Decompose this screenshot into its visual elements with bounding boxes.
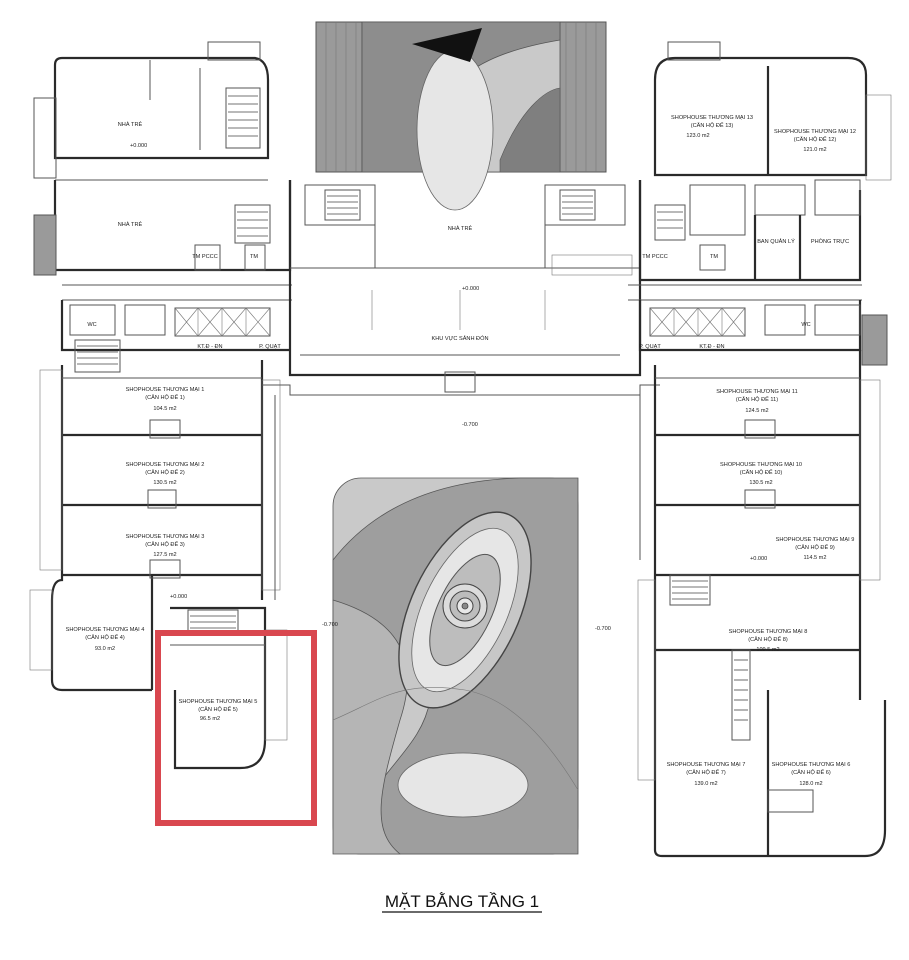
level-mark: -0.700: [595, 626, 611, 632]
svg-text:(CĂN HỘ ĐẾ 12): (CĂN HỘ ĐẾ 12): [794, 136, 837, 143]
top-entrance-canopy: [315, 21, 607, 211]
svg-text:128.0 m2: 128.0 m2: [799, 781, 822, 787]
room-labels: NHÀ TRẺ NHÀ TRẺ NHÀ TRẺ KHU VỰC SẢNH ĐÓN…: [87, 121, 849, 632]
svg-text:(CĂN HỘ ĐẾ 5): (CĂN HỘ ĐẾ 5): [198, 706, 238, 713]
level-mark: -0.700: [462, 422, 478, 428]
unit-label-6: SHOPHOUSE THƯƠNG MẠI 6 (CĂN HỘ ĐẾ 6) 128…: [772, 762, 851, 787]
label-nha-tre-2: NHÀ TRẺ: [118, 221, 143, 228]
level-mark: +0.000: [462, 286, 479, 292]
unit-label-5: SHOPHOUSE THƯƠNG MẠI 5 (CĂN HỘ ĐẾ 5) 96.…: [179, 699, 258, 722]
svg-text:121.0 m2: 121.0 m2: [803, 147, 826, 153]
level-mark: +0.000: [130, 143, 147, 149]
svg-text:SHOPHOUSE THƯƠNG MẠI 2: SHOPHOUSE THƯƠNG MẠI 2: [126, 462, 205, 468]
courtyard: [332, 477, 579, 855]
level-mark: -0.700: [322, 622, 338, 628]
right-wing: [628, 41, 892, 858]
svg-text:130.5 m2: 130.5 m2: [749, 480, 772, 486]
svg-text:SHOPHOUSE THƯƠNG MẠI 8: SHOPHOUSE THƯƠNG MẠI 8: [729, 629, 808, 635]
label-phong-truc: PHÒNG TRỰC: [811, 238, 849, 245]
unit-labels: SHOPHOUSE THƯƠNG MẠI 1 (CĂN HỘ ĐẾ 1) 104…: [66, 115, 856, 787]
label-wc-right: WC: [801, 322, 810, 328]
svg-text:109.5 m2: 109.5 m2: [756, 647, 779, 653]
label-nha-tre-1: NHÀ TRẺ: [118, 121, 143, 128]
label-pquat-left: P. QUẠT: [259, 344, 281, 350]
label-nha-tre-3: NHÀ TRẺ: [448, 225, 473, 232]
svg-text:114.5 m2: 114.5 m2: [804, 555, 827, 561]
svg-text:(CĂN HỘ ĐẾ 6): (CĂN HỘ ĐẾ 6): [791, 769, 831, 776]
svg-text:SHOPHOUSE THƯƠNG MẠI 10: SHOPHOUSE THƯƠNG MẠI 10: [720, 462, 802, 468]
svg-text:SHOPHOUSE THƯƠNG MẠI 3: SHOPHOUSE THƯƠNG MẠI 3: [126, 534, 205, 540]
label-pquat-right: P. QUẠT: [639, 344, 661, 350]
unit-label-3: SHOPHOUSE THƯƠNG MẠI 3 (CĂN HỘ ĐẾ 3) 127…: [126, 534, 205, 558]
svg-text:(CĂN HỘ ĐẾ 10): (CĂN HỘ ĐẾ 10): [740, 469, 783, 476]
svg-text:96.5 m2: 96.5 m2: [200, 716, 220, 722]
svg-text:124.5 m2: 124.5 m2: [745, 408, 768, 414]
unit-label-12: SHOPHOUSE THƯƠNG MẠI 12 (CĂN HỘ ĐẾ 12) 1…: [774, 129, 856, 153]
svg-text:123.0 m2: 123.0 m2: [686, 133, 709, 139]
svg-text:(CĂN HỘ ĐẾ 1): (CĂN HỘ ĐẾ 1): [145, 394, 185, 401]
svg-text:(CĂN HỘ ĐẾ 13): (CĂN HỘ ĐẾ 13): [691, 122, 734, 129]
svg-text:93.0 m2: 93.0 m2: [95, 646, 115, 652]
center-block: [262, 180, 660, 600]
unit-label-4: SHOPHOUSE THƯƠNG MẠI 4 (CĂN HỘ ĐẾ 4) 93.…: [66, 627, 145, 652]
left-wing: [29, 41, 292, 770]
label-kt-right: KT.Đ - ĐN: [699, 344, 724, 350]
level-mark: +0.000: [750, 556, 767, 562]
svg-text:(CĂN HỘ ĐẾ 11): (CĂN HỘ ĐẾ 11): [736, 396, 778, 403]
unit-label-13: SHOPHOUSE THƯƠNG MẠI 13 (CĂN HỘ ĐẾ 13) 1…: [671, 115, 753, 139]
label-tm-right: TM: [710, 254, 718, 260]
svg-text:SHOPHOUSE THƯƠNG MẠI 9: SHOPHOUSE THƯƠNG MẠI 9: [776, 537, 855, 543]
level-mark: +0.000: [170, 594, 187, 600]
unit-label-10: SHOPHOUSE THƯƠNG MẠI 10 (CĂN HỘ ĐẾ 10) 1…: [720, 462, 802, 486]
svg-text:104.5 m2: 104.5 m2: [153, 406, 176, 412]
svg-text:(CĂN HỘ ĐẾ 3): (CĂN HỘ ĐẾ 3): [145, 541, 185, 548]
unit-label-11: SHOPHOUSE THƯƠNG MẠI 11 (CĂN HỘ ĐẾ 11) 1…: [716, 389, 797, 414]
svg-text:(CĂN HỘ ĐẾ 4): (CĂN HỘ ĐẾ 4): [85, 634, 125, 641]
svg-text:127.5 m2: 127.5 m2: [153, 552, 176, 558]
svg-text:(CĂN HỘ ĐẾ 9): (CĂN HỘ ĐẾ 9): [795, 544, 835, 551]
svg-text:(CĂN HỘ ĐẾ 7): (CĂN HỘ ĐẾ 7): [686, 769, 726, 776]
unit-label-1: SHOPHOUSE THƯƠNG MẠI 1 (CĂN HỘ ĐẾ 1) 104…: [126, 387, 205, 412]
label-lobby: KHU VỰC SẢNH ĐÓN: [432, 335, 489, 342]
label-ban-quan-ly: BAN QUẢN LÝ: [757, 238, 795, 245]
label-wc-left: WC: [87, 322, 96, 328]
svg-text:SHOPHOUSE THƯƠNG MẠI 11: SHOPHOUSE THƯƠNG MẠI 11: [716, 389, 797, 395]
svg-text:130.5 m2: 130.5 m2: [153, 480, 176, 486]
svg-text:SHOPHOUSE THƯƠNG MẠI 12: SHOPHOUSE THƯƠNG MẠI 12: [774, 129, 856, 135]
unit-label-9: SHOPHOUSE THƯƠNG MẠI 9 (CĂN HỘ ĐẾ 9) 114…: [776, 537, 855, 561]
svg-text:SHOPHOUSE THƯƠNG MẠI 13: SHOPHOUSE THƯƠNG MẠI 13: [671, 115, 753, 121]
label-kt-left: KT.Đ - ĐN: [197, 344, 222, 350]
label-tm-left: TM: [250, 254, 258, 260]
label-tm-pccc-right: TM PCCC: [642, 254, 667, 260]
svg-text:(CĂN HỘ ĐẾ 8): (CĂN HỘ ĐẾ 8): [748, 636, 788, 643]
plan-title: MẶT BẰNG TẦNG 1: [385, 892, 539, 911]
svg-text:(CĂN HỘ ĐẾ 2): (CĂN HỘ ĐẾ 2): [145, 469, 185, 476]
unit-label-2: SHOPHOUSE THƯƠNG MẠI 2 (CĂN HỘ ĐẾ 2) 130…: [126, 462, 205, 486]
unit-label-8: SHOPHOUSE THƯƠNG MẠI 8 (CĂN HỘ ĐẾ 8) 109…: [729, 629, 808, 653]
svg-text:SHOPHOUSE THƯƠNG MẠI 4: SHOPHOUSE THƯƠNG MẠI 4: [66, 627, 145, 633]
label-tm-pccc-left: TM PCCC: [192, 254, 217, 260]
svg-text:SHOPHOUSE THƯƠNG MẠI 5: SHOPHOUSE THƯƠNG MẠI 5: [179, 699, 258, 705]
svg-text:SHOPHOUSE THƯƠNG MẠI 7: SHOPHOUSE THƯƠNG MẠI 7: [667, 762, 746, 768]
svg-text:SHOPHOUSE THƯƠNG MẠI 6: SHOPHOUSE THƯƠNG MẠI 6: [772, 762, 851, 768]
svg-text:139.0 m2: 139.0 m2: [694, 781, 717, 787]
unit-label-7: SHOPHOUSE THƯƠNG MẠI 7 (CĂN HỘ ĐẾ 7) 139…: [667, 762, 746, 787]
highlight-box: [155, 630, 317, 826]
svg-text:SHOPHOUSE THƯƠNG MẠI 1: SHOPHOUSE THƯƠNG MẠI 1: [126, 387, 205, 393]
